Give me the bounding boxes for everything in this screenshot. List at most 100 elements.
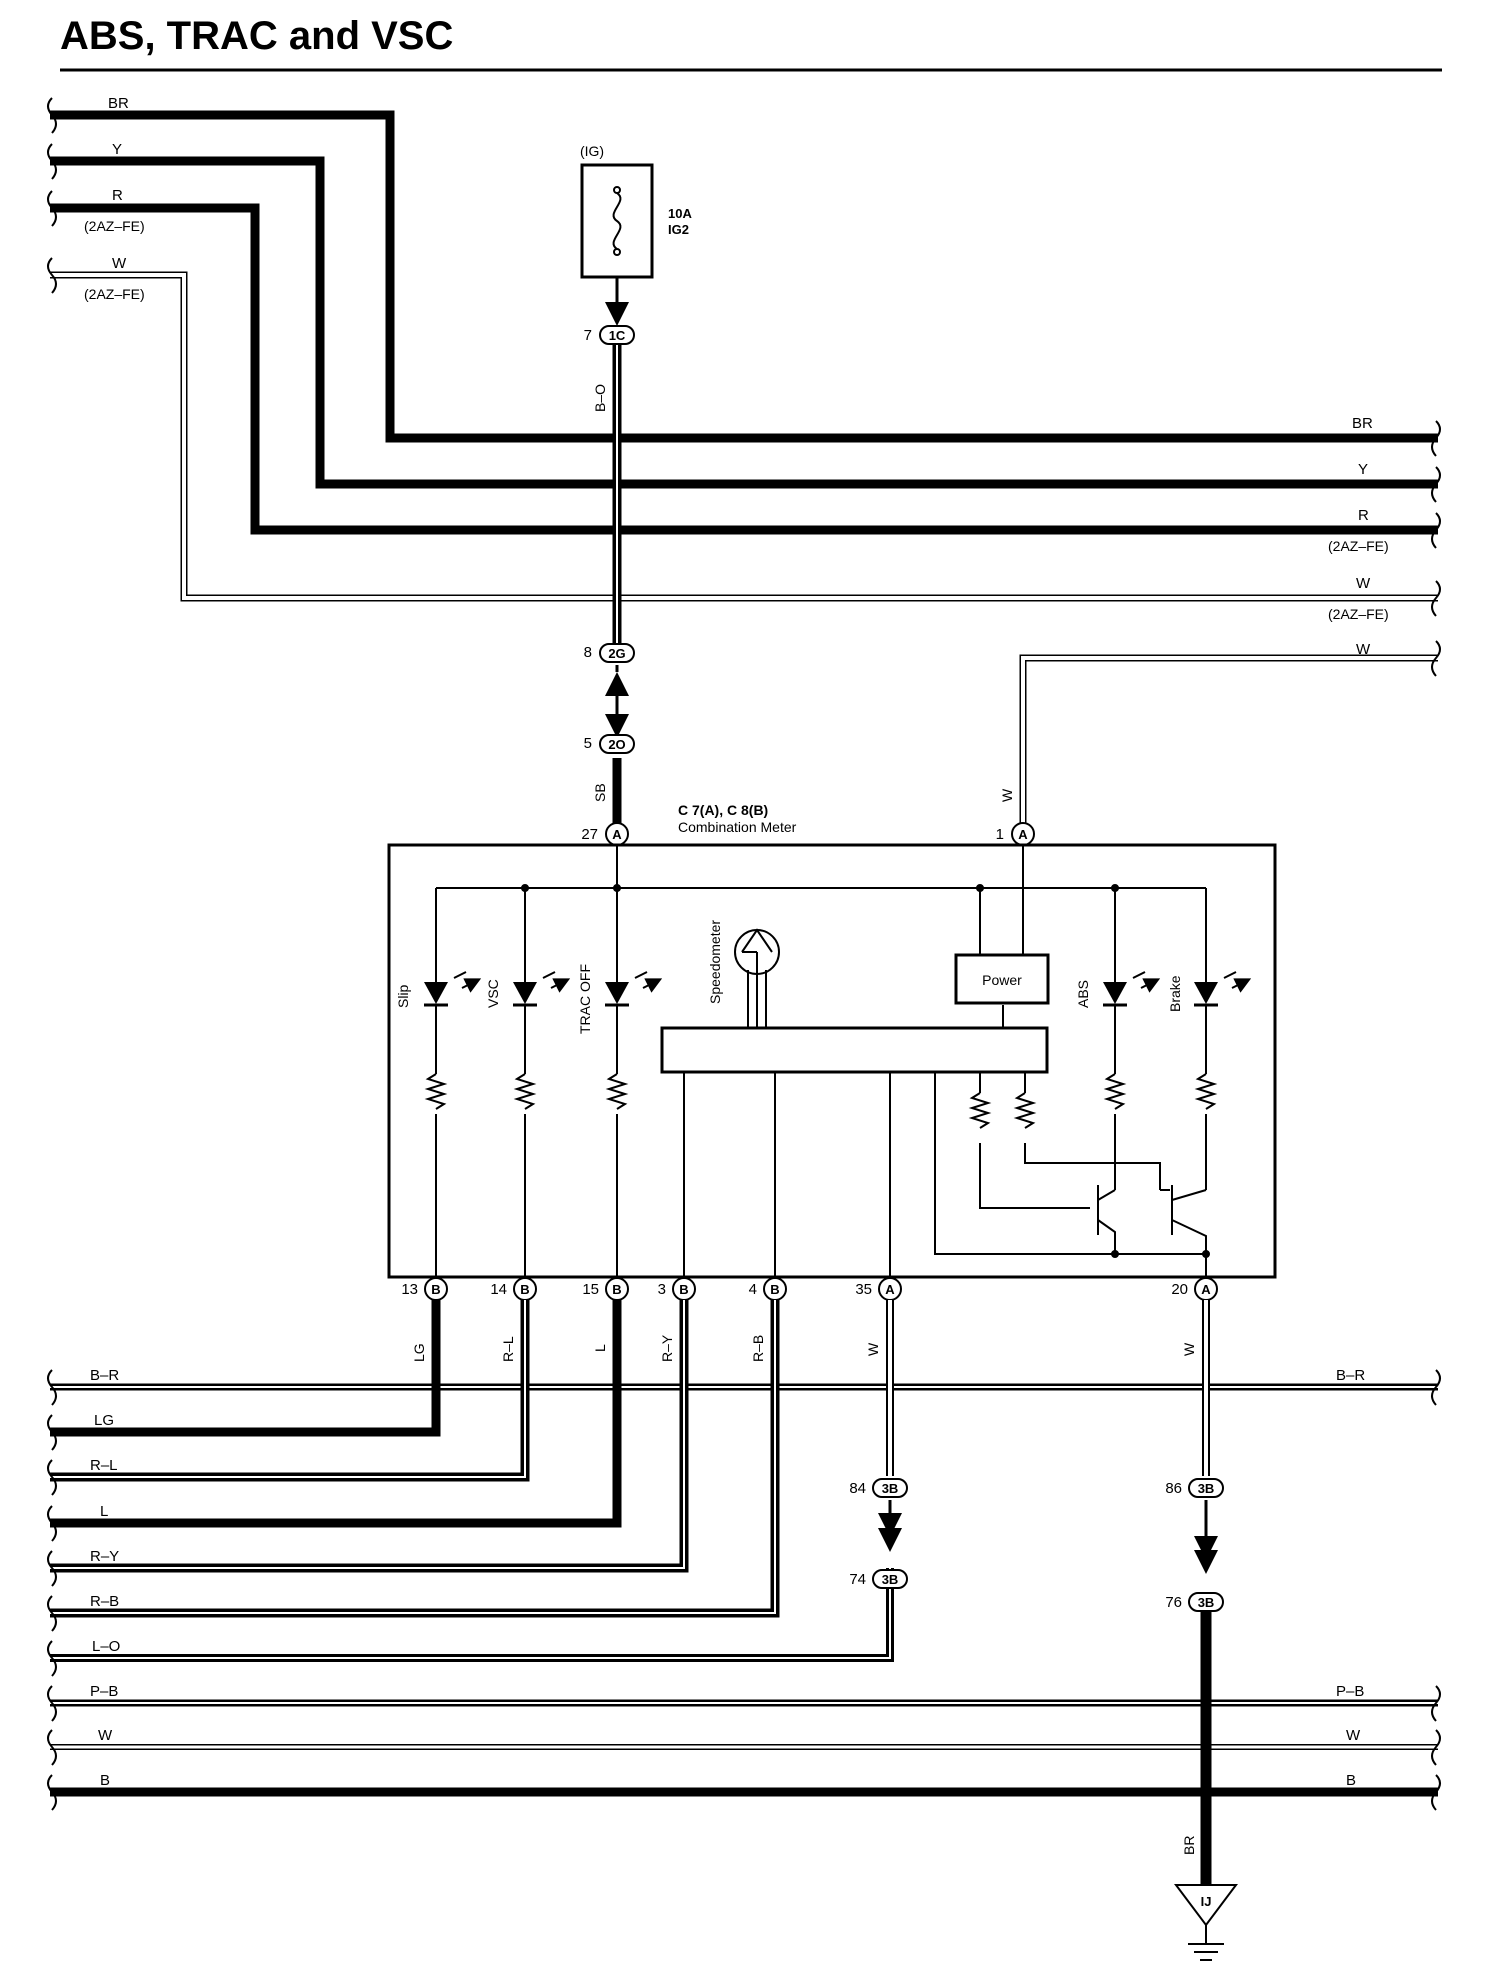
led-label-abs: ABS: [1075, 980, 1091, 1008]
connector-1c: 7 1C: [584, 325, 635, 345]
speedometer-label: Speedometer: [707, 920, 723, 1004]
speedometer-icon: [734, 928, 780, 975]
connector-3b-86: 86 3B: [1165, 1478, 1224, 1498]
svg-text:5: 5: [584, 735, 592, 752]
svg-text:27: 27: [581, 826, 598, 843]
wire-label-sb: SB: [592, 783, 608, 802]
svg-text:76: 76: [1165, 1594, 1182, 1611]
bus-label-left-r-l: R–L: [90, 1457, 118, 1474]
svg-text:B: B: [612, 1282, 621, 1297]
wire-label-right-w2: W: [1356, 641, 1371, 658]
wire-note-right-r: (2AZ–FE): [1328, 538, 1389, 554]
bus-wire-r-l: [50, 1300, 530, 1482]
svg-text:14: 14: [490, 1281, 507, 1298]
meter-pin-a27: 27 A: [581, 822, 629, 846]
bus-wire-r-b: [50, 1300, 780, 1618]
svg-text:1C: 1C: [609, 328, 626, 343]
wire-note-left-w: (2AZ–FE): [84, 286, 145, 302]
bus-wire-l: [50, 1300, 622, 1528]
top-wire-br: [50, 110, 1438, 443]
power-box: [954, 953, 1050, 1005]
svg-text:4: 4: [749, 1281, 757, 1298]
bus-label-right-w: W: [1346, 1727, 1361, 1744]
wire-label-w-35: W: [865, 1342, 881, 1356]
svg-text:B: B: [679, 1282, 688, 1297]
fuse-box: [580, 163, 654, 279]
break-marks-bottom-left: [47, 1369, 57, 1811]
power-label: Power: [982, 972, 1022, 988]
led-trac-off-icon: [605, 972, 655, 1007]
meter-logic-block: [660, 1026, 1049, 1074]
meter-pin-b3: 3 B: [658, 1277, 696, 1301]
wire-label-w-20: W: [1181, 1342, 1197, 1356]
wire-label-right-r: R: [1358, 507, 1369, 524]
meter-subtitle: Combination Meter: [678, 819, 797, 835]
bus-wire-l-o: [50, 1568, 894, 1662]
wire-note-right-w: (2AZ–FE): [1328, 606, 1389, 622]
fuse-icon: [612, 186, 622, 256]
break-marks-left: [47, 97, 57, 294]
svg-text:13: 13: [401, 1281, 418, 1298]
connector-3b-76: 76 3B: [1165, 1592, 1224, 1612]
svg-text:74: 74: [849, 1571, 866, 1588]
break-marks-right: [1431, 420, 1441, 677]
wire-label-right-br: BR: [1352, 415, 1373, 432]
svg-text:A: A: [1201, 1282, 1211, 1297]
meter-pin-b14: 14 B: [490, 1277, 537, 1301]
fuse-source-label: (IG): [580, 143, 604, 159]
meter-pin-b13: 13 B: [401, 1277, 448, 1301]
meter-pin-b4: 4 B: [749, 1277, 787, 1301]
svg-text:B: B: [770, 1282, 779, 1297]
wire-label-lg: LG: [411, 1343, 427, 1362]
svg-text:84: 84: [849, 1480, 866, 1497]
led-label-vsc: VSC: [485, 979, 501, 1008]
connector-3b-84: 84 3B: [849, 1478, 908, 1498]
meter-internal-wiring: [435, 845, 1210, 1277]
led-slip-icon: [424, 972, 474, 1007]
bus-label-left-b-r: B–R: [90, 1367, 119, 1384]
top-wire-w-meter: [1019, 654, 1438, 833]
meter-box: [387, 843, 1277, 1279]
bus-label-left-w: W: [98, 1727, 113, 1744]
svg-text:35: 35: [855, 1281, 872, 1298]
fuse-rating: 10A: [668, 206, 692, 221]
svg-text:20: 20: [1171, 1281, 1188, 1298]
led-vsc-icon: [513, 972, 563, 1007]
wire-label-r-b: R–B: [750, 1335, 766, 1362]
bus-label-left-l: L: [100, 1503, 108, 1520]
svg-text:3B: 3B: [1198, 1481, 1215, 1496]
bus-label-left-p-b: P–B: [90, 1683, 118, 1700]
led-label-brake: Brake: [1167, 975, 1183, 1012]
led-brake-icon: [1194, 972, 1244, 1007]
svg-text:2G: 2G: [608, 646, 625, 661]
fuse-name: IG2: [668, 222, 689, 237]
wire-label-r-l: R–L: [500, 1336, 516, 1362]
svg-text:8: 8: [584, 644, 592, 661]
svg-text:A: A: [612, 827, 622, 842]
bus-label-left-b: B: [100, 1772, 110, 1789]
ground-label: IJ: [1201, 1894, 1212, 1909]
connector-2o: 5 2O: [584, 734, 635, 754]
svg-text:1: 1: [996, 826, 1004, 843]
bus-label-right-p-b: P–B: [1336, 1683, 1364, 1700]
led-label-slip: Slip: [395, 984, 411, 1008]
connector-3b-74: 74 3B: [849, 1569, 908, 1589]
led-abs-icon: [1103, 972, 1153, 1007]
bus-label-left-lg: LG: [94, 1412, 114, 1429]
wire-label-br-ground: BR: [1181, 1836, 1197, 1855]
meter-title: C 7(A), C 8(B): [678, 802, 768, 818]
bus-wire-r-y: [50, 1300, 689, 1573]
wire-label-right-w: W: [1356, 575, 1371, 592]
bus-wire-lg: [50, 1300, 441, 1437]
bus-label-left-l-o: L–O: [92, 1638, 120, 1655]
wire-label-left-r: R: [112, 187, 123, 204]
wire-label-right-y: Y: [1358, 461, 1368, 478]
meter-pin-a20: 20 A: [1171, 1277, 1218, 1301]
svg-text:3B: 3B: [882, 1481, 899, 1496]
svg-text:2O: 2O: [608, 737, 625, 752]
svg-text:B: B: [431, 1282, 440, 1297]
meter-pin-b15: 15 B: [582, 1277, 629, 1301]
meter-pin-a35: 35 A: [855, 1277, 902, 1301]
top-wire-r: [50, 203, 1438, 535]
